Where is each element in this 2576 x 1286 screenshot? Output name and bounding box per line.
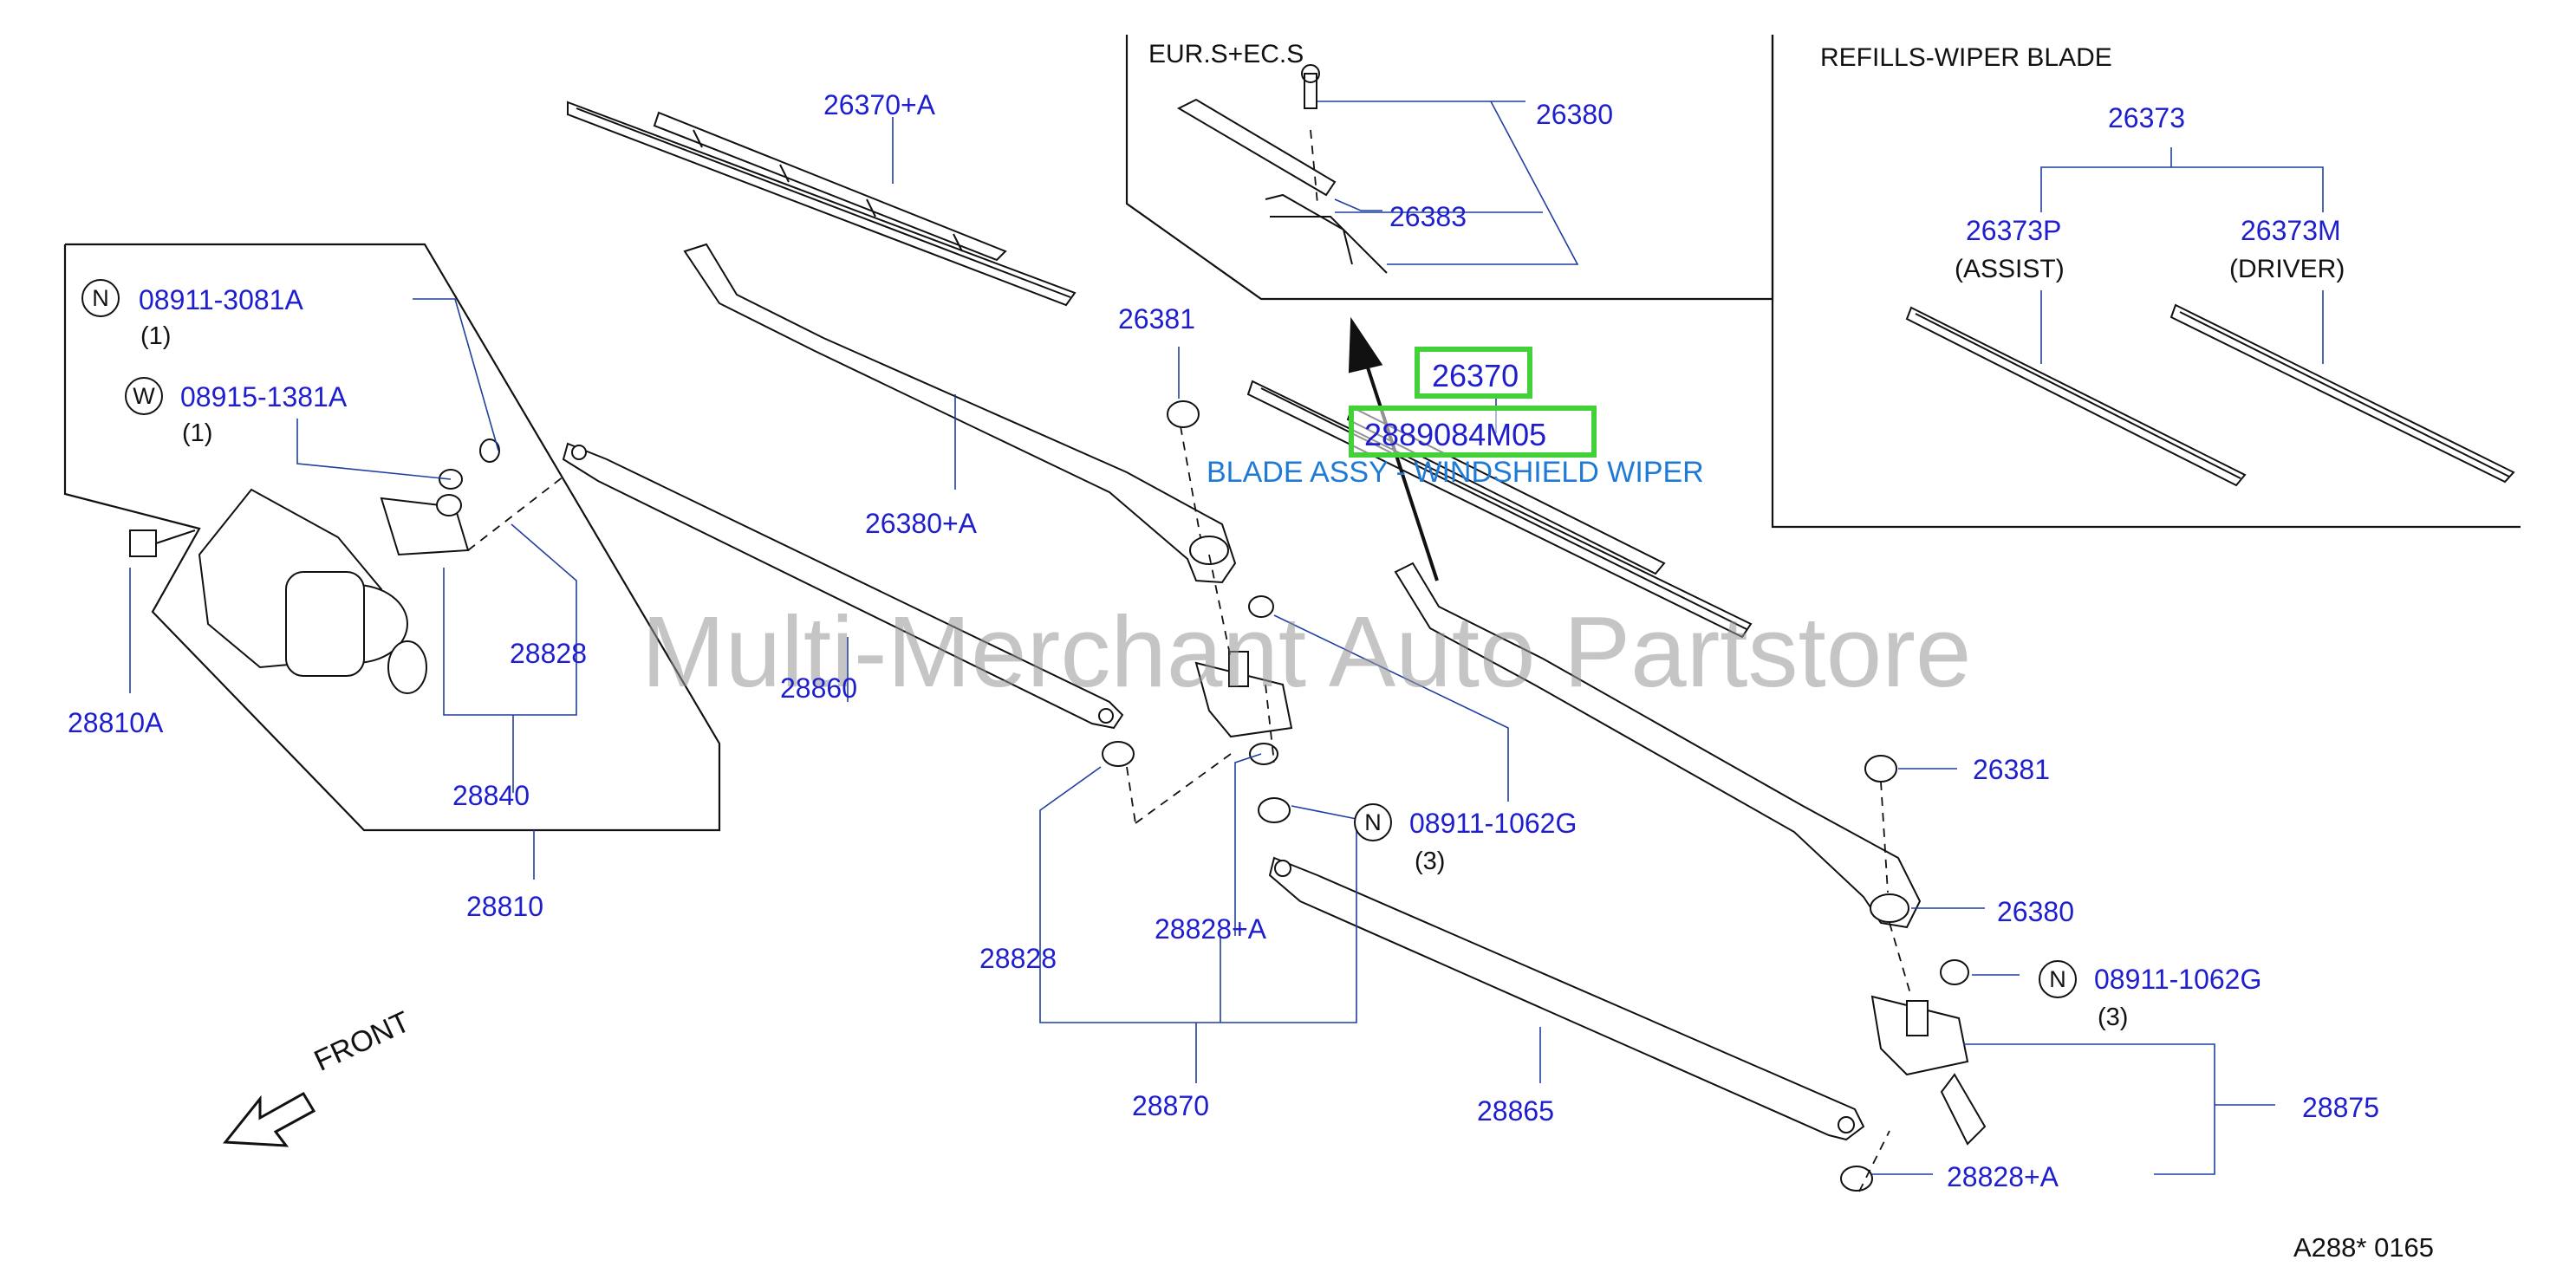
link-28860-drawing [562,442,1124,730]
part-label-28870[interactable]: 28870 [1132,1090,1209,1121]
blade-top-drawing [567,101,1077,307]
bushing-28828A [1258,797,1291,823]
part-label-26373P[interactable]: 26373P [1966,215,2062,246]
nut-26381-top [1167,400,1200,428]
part-label-26380-right[interactable]: 26380 [1997,896,2074,927]
refills-inset-title: REFILLS-WIPER BLADE [1820,43,2112,72]
fastener-part-08911-3081A[interactable]: 08911-3081A [139,284,303,315]
pivot-left-drawing [1102,595,1293,823]
part-label-28875[interactable]: 28875 [2302,1092,2379,1123]
pivot-right-drawing [1840,959,1987,1192]
bushing-28828A-right [1840,1166,1873,1192]
part-label-26381-right[interactable]: 26381 [1973,754,2050,785]
figure-code: A288* 0165 [2293,1232,2435,1263]
part-label-28810A[interactable]: 28810A [68,707,164,738]
part-label-28810[interactable]: 28810 [466,891,543,922]
highlight-part-box[interactable]: 26370 [1415,347,1532,399]
part-label-28840[interactable]: 28840 [452,780,530,811]
highlight-part-label: 26370 [1432,358,1519,393]
fastener-part-08915-1381A[interactable]: 08915-1381A [180,381,348,412]
fastener-symbol-n-1: N [81,279,120,317]
part-label-28828-link[interactable]: 28828 [979,943,1057,974]
fastener-symbol-n-2: N [1354,803,1392,841]
part-label-26380A[interactable]: 26380+A [865,508,978,539]
motor-drawing [129,438,500,694]
eur-inset-frame [1125,35,1774,301]
fastener-qty-1: (1) [140,322,172,350]
part-label-28828-motor[interactable]: 28828 [510,638,587,669]
part-label-26383[interactable]: 26383 [1389,201,1467,232]
nut-26381-right [1864,755,1897,783]
note-assist: (ASSIST) [1955,255,2065,283]
highlight-description: BLADE ASSY - WINDSHIELD WIPER [1207,456,1704,489]
eur-inset-drawing [1176,64,1388,274]
refills-drawing [1905,303,2515,487]
front-arrow [223,1091,316,1147]
part-label-28860[interactable]: 28860 [780,672,857,704]
part-label-28828A-right[interactable]: 28828+A [1947,1161,2059,1192]
fastener-part-08911-1062G-right[interactable]: 08911-1062G [2094,964,2262,995]
part-label-26373M[interactable]: 26373M [2241,215,2341,246]
part-label-28865[interactable]: 28865 [1477,1095,1554,1127]
fastener-qty-3: (3) [1415,848,1446,875]
fastener-part-08911-1062G-left[interactable]: 08911-1062G [1409,808,1577,839]
part-label-26380-eur[interactable]: 26380 [1536,99,1613,130]
part-label-26381-top[interactable]: 26381 [1118,303,1195,334]
part-label-26373[interactable]: 26373 [2108,102,2185,133]
refills-inset-frame [1771,35,2521,529]
fastener-qty-2: (1) [182,419,213,447]
arm-right-drawing [1394,562,1922,929]
highlight-part-number: 2889084M05 [1364,417,1547,452]
eur-inset-title: EUR.S+EC.S [1148,40,1304,68]
fastener-symbol-w: W [125,377,163,415]
highlight-part-number-box[interactable]: 2889084M05 [1349,406,1597,458]
assembly-lines [467,129,1912,1192]
part-label-26370A[interactable]: 26370+A [823,89,936,120]
fastener-qty-4: (3) [2098,1003,2129,1031]
leader-lines [129,101,2324,1175]
inset-arrow [1348,316,1439,581]
part-label-28828A-link[interactable]: 28828+A [1155,913,1267,945]
link-28865-drawing [1268,856,1865,1141]
fastener-symbol-n-3: N [2039,960,2077,998]
motor-region-outline [63,243,721,832]
bushing-left [1248,595,1274,618]
arm-left-drawing [683,243,1237,584]
bushing-28828 [1102,741,1135,767]
note-driver: (DRIVER) [2229,255,2345,283]
